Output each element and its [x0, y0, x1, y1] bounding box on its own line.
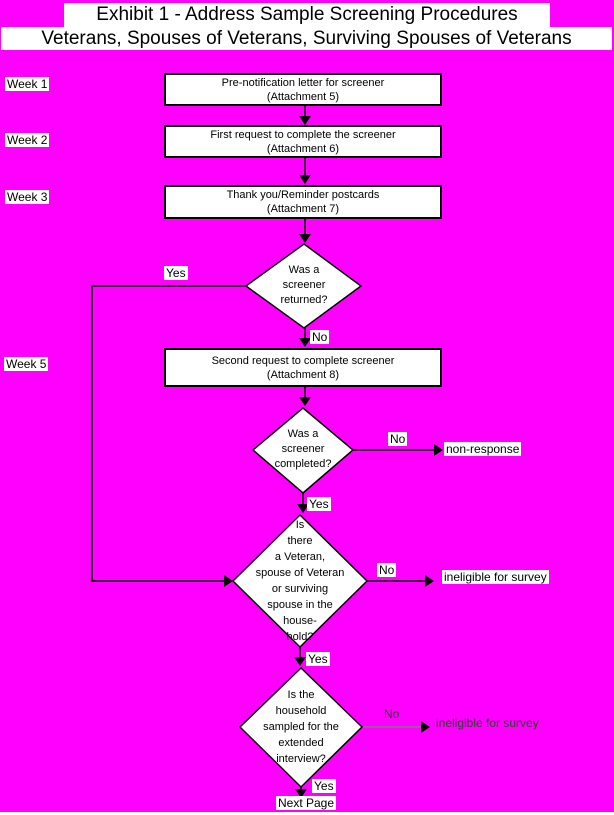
decision-sampled-extended-interview — [238, 666, 364, 789]
arrowhead-box4-decision2 — [299, 397, 311, 406]
week-label-5: Week 5 — [4, 357, 49, 371]
arrowhead-decision3-no-ineligible — [425, 575, 434, 587]
decision-veteran-in-household — [231, 513, 369, 649]
edge-label-d4-no: No — [384, 707, 400, 721]
process-box-first-request: First request to complete the screener (… — [164, 125, 442, 158]
edge-label-d1-no: No — [310, 330, 330, 344]
arrowhead-box2-box3 — [299, 175, 311, 184]
page-title-line2: Veterans, Spouses of Veterans, Surviving… — [1, 27, 612, 50]
week-label-2: Week 2 — [5, 133, 50, 147]
arrowhead-box1-box2 — [299, 116, 311, 125]
process-box-prenotification-letter: Pre-notification letter for screener (At… — [164, 73, 442, 106]
terminal-ineligible-survey-2: ineligible for survey — [436, 716, 539, 730]
arrowhead-box3-decision1 — [299, 234, 311, 243]
edge-label-d2-yes: Yes — [307, 497, 331, 511]
arrowhead-decision3-yes-decision4 — [294, 657, 306, 666]
edge-label-d4-yes: Yes — [312, 779, 336, 793]
edge-label-d3-yes: Yes — [306, 652, 330, 666]
arrow-decision1-yes-loop — [91, 285, 246, 582]
arrowhead-decision4-no-ineligible — [421, 721, 430, 733]
decision-screener-returned — [244, 243, 363, 329]
decision-screener-completed — [251, 407, 355, 494]
edge-label-d1-yes: Yes — [164, 266, 188, 280]
arrowhead-decision1-no-box4 — [299, 338, 311, 347]
week-label-3: Week 3 — [5, 190, 50, 204]
terminal-non-response: non-response — [444, 442, 522, 456]
arrowhead-decision2-no-nonresponse — [434, 444, 443, 456]
bottom-edge-strip — [0, 812, 614, 815]
process-box-thankyou-reminder: Thank you/Reminder postcards (Attachment… — [164, 185, 442, 219]
edge-label-d3-no: No — [377, 563, 397, 577]
arrowhead-decision1-yes-loop — [224, 575, 233, 587]
arrowhead-decision4-yes-nextpage — [295, 789, 307, 798]
arrowhead-decision2-yes-decision3 — [297, 504, 309, 513]
week-label-1: Week 1 — [5, 77, 50, 91]
edge-label-d2-no: No — [388, 432, 408, 446]
terminal-next-page: Next Page — [276, 796, 337, 810]
terminal-ineligible-survey-1: ineligible for survey — [442, 570, 549, 584]
process-box-second-request: Second request to complete screener (Att… — [164, 348, 442, 387]
page-title-line1: Exhibit 1 - Address Sample Screening Pro… — [64, 3, 550, 27]
